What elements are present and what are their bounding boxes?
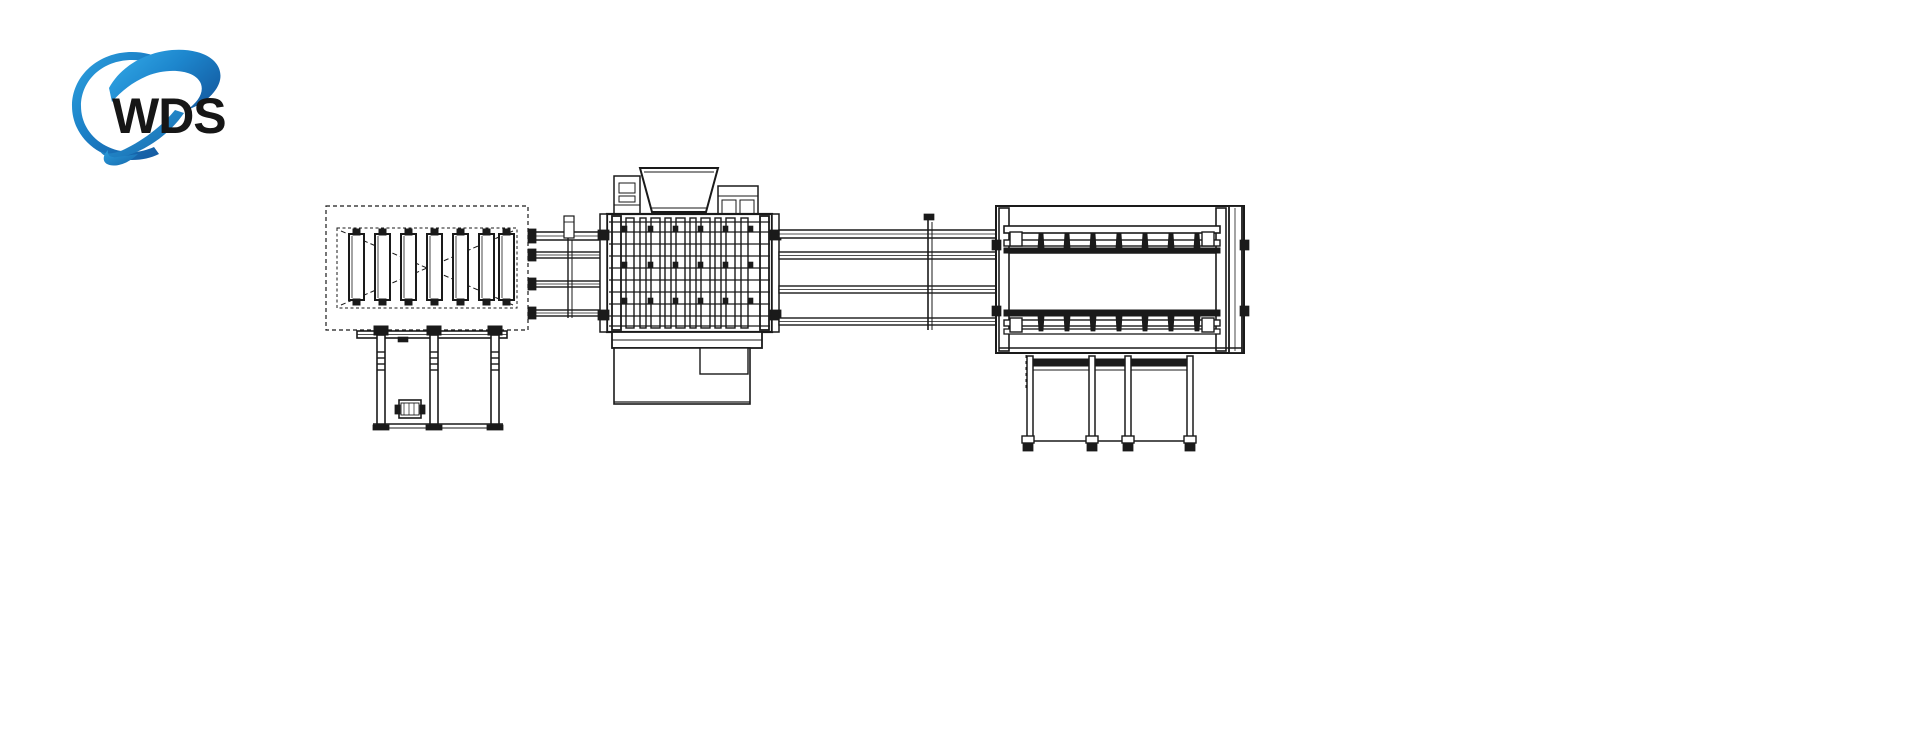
swoosh-icon [109,49,221,110]
left-transfer-rails [527,215,610,320]
infeed-rollers [348,228,515,306]
wds-logo-svg: WDS [72,49,227,166]
stacker-left-drive-detail [991,239,1002,317]
infeed-conveyor [325,205,529,331]
press-tie-plates [609,221,770,327]
drive-motor [394,399,426,419]
cart-deck-beam [1031,358,1193,367]
wds-logo: WDS [62,36,252,166]
press-internal-columns [625,217,749,329]
stacker-right-drive-detail [1239,239,1250,317]
outfeed-stacker [991,205,1250,354]
infeed-inner-outline [336,227,518,309]
transfer-cart [1021,355,1197,452]
logo-wordmark: WDS [112,88,226,144]
press-fittings [621,225,754,305]
stacker-lower-rail [1003,309,1221,335]
central-press [597,167,782,405]
outfeed-transfer-rails [778,213,997,330]
press-base-tank [611,331,763,405]
press-upper-left-box [613,175,641,215]
infeed-support-frame [356,325,508,431]
frame-plate-detail [397,336,409,343]
frame-leg-right [486,325,504,431]
hopper [638,167,720,213]
frame-leg-middle [425,325,443,431]
stacker-upper-rail [1003,225,1221,254]
frame-leg-left [372,325,390,431]
swoosh-tail-icon [100,110,184,166]
cart-wheels [1021,435,1197,452]
